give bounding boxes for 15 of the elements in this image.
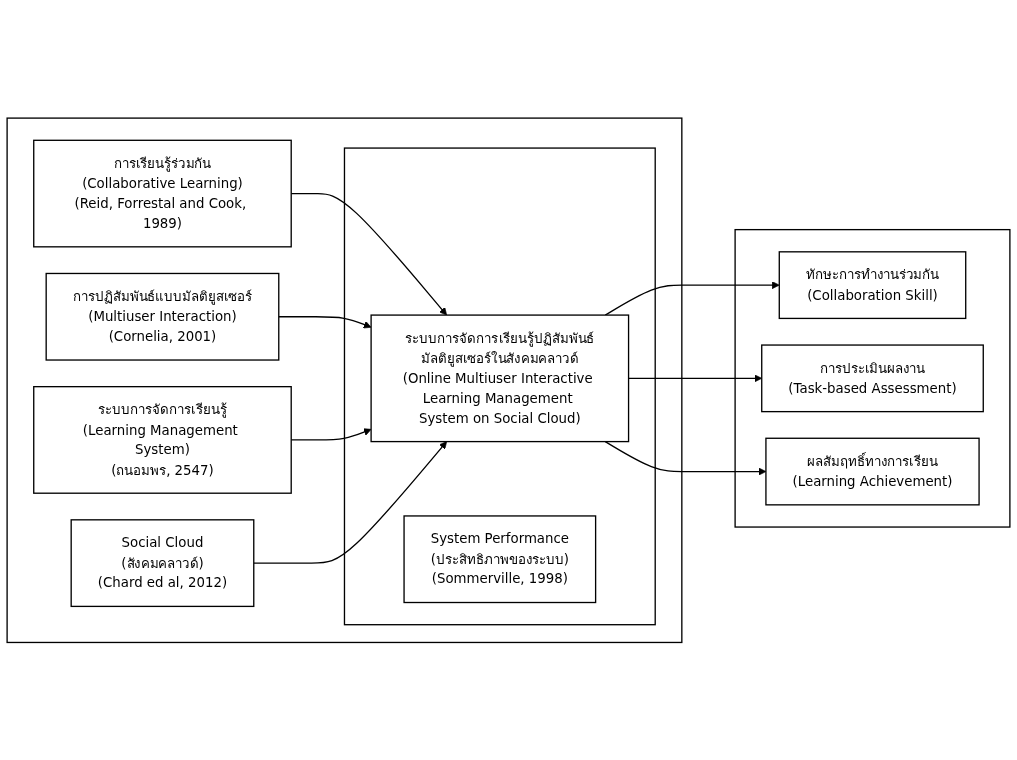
cluster (343, 147, 656, 626)
arrow (604, 280, 780, 316)
node-box: ระบบการจัดการเรียนรู้ปฏิสัมพันธ์มัลติยูสเซอร์ในสังคมคลาวด์ (Online Multiuser Interactive Learning Management System on Social Cloud) (370, 314, 630, 442)
node-box: Social Cloud (สังคมคลาวด์) (Chard ed al, 2012) (70, 518, 255, 607)
cluster (734, 228, 1011, 528)
node-box: การปฏิสัมพันธ์แบบมัลติยูสเซอร์ (Multiuser Interaction) (Cornelia, 2001) (45, 272, 280, 361)
node-box: การเรียนรู้ร่วมกัน (Collaborative Learning) (Reid, Forrestal and Cook, 1989) (33, 139, 292, 248)
node-box: ระบบการจัดการเรียนรู้ (Learning Management System) (ถนอมพร, 2547) (33, 385, 292, 494)
node-box: System Performance (ประสิทธิภาพของระบบ) (Sommerville, 1998) (403, 515, 597, 603)
arrow (253, 440, 447, 564)
cluster (6, 117, 683, 643)
arrow (278, 315, 372, 329)
node-box: ผลสัมฤทธิ์ทางการเรียน (Learning Achievement) (765, 437, 980, 506)
node-box: การประเมินผลงาน (Task-based Assessment) (761, 344, 984, 412)
node-box: ทักษะการทำงานร่วมกัน (Collaboration Skill) (778, 250, 967, 319)
